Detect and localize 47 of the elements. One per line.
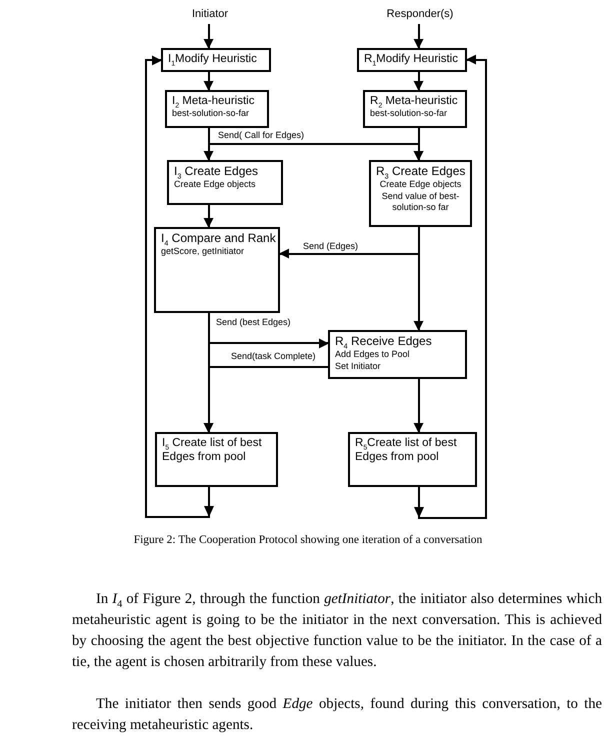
process-box (363, 90, 467, 128)
box-heading: I$_{2}$ Meta-heuristic (172, 94, 256, 108)
arrow (414, 24, 424, 49)
box-heading: I$_{5}$ Create list of best Edges from pool (162, 436, 263, 465)
process-box (328, 330, 467, 379)
box-heading: I$_{3}$ Create Edges (174, 164, 260, 179)
process-box (154, 227, 280, 313)
box-note: best-solution-so-far (172, 108, 250, 120)
box-note: Create Edge objects (174, 179, 257, 191)
edge-label: Send( Call for Edges) (217, 131, 306, 141)
arrow (145, 56, 210, 518)
box-heading: R$_{4}$ Receive Edges (335, 334, 433, 349)
box-heading: R$_{5}$Create list of best Edges from pool (355, 436, 458, 465)
process-box (155, 432, 278, 487)
box-note: best-solution-so-far (370, 108, 448, 120)
body-paragraph: The initiator then sends good Edge objects, found during this conversation, to the receiving metaheuristic agents. (72, 695, 602, 735)
edge-label: Send (best Edges) (215, 318, 292, 328)
role-label: Initiator (192, 8, 228, 22)
box-note: Create Edge objects (378, 179, 462, 191)
arrow (204, 72, 214, 91)
process-box (369, 160, 472, 227)
process-box (161, 48, 271, 72)
arrow (414, 227, 424, 331)
figure-caption: Figure 2: The Cooperation Protocol showing one iteration of a conversation (132, 534, 484, 546)
process-box (165, 90, 269, 128)
edge-label: Send (Edges) (302, 242, 360, 252)
arrow (204, 205, 214, 228)
role-label: Responder(s) (386, 8, 454, 22)
arrow (208, 128, 424, 161)
process-box (167, 160, 283, 205)
box-note: Set Initiator (335, 360, 382, 372)
body-paragraph: In I$_{4}$ of Figure 2, through the function getInitiator, the initiator also determines which metaheuristic agent is going to be the initiator in the next conversation. This is achieved by choosing the agent the best objective function value to be the initiator. In the case of a tie, the agent is chosen arbitrarily from these values. (72, 590, 602, 672)
box-heading: I$_{1}$Modify Heuristic (168, 52, 258, 66)
arrow (414, 72, 424, 91)
process-box (348, 432, 477, 487)
arrow (414, 379, 424, 433)
box-note: Add Edges to Pool (335, 349, 411, 361)
box-note: getScore, getInitiator (161, 246, 246, 258)
arrow (204, 313, 214, 433)
box-heading: R$_{1}$Modify Heuristic (364, 52, 459, 66)
arrow (418, 54, 487, 519)
arrow (204, 24, 214, 49)
box-heading: R$_{2}$ Meta-heuristic (370, 94, 459, 108)
box-heading: R$_{3}$ Create Edges (376, 164, 465, 179)
process-box (357, 48, 467, 72)
edge-label: Send(task Complete) (230, 352, 317, 362)
box-note: Send value of best-solution-so far (380, 190, 460, 214)
